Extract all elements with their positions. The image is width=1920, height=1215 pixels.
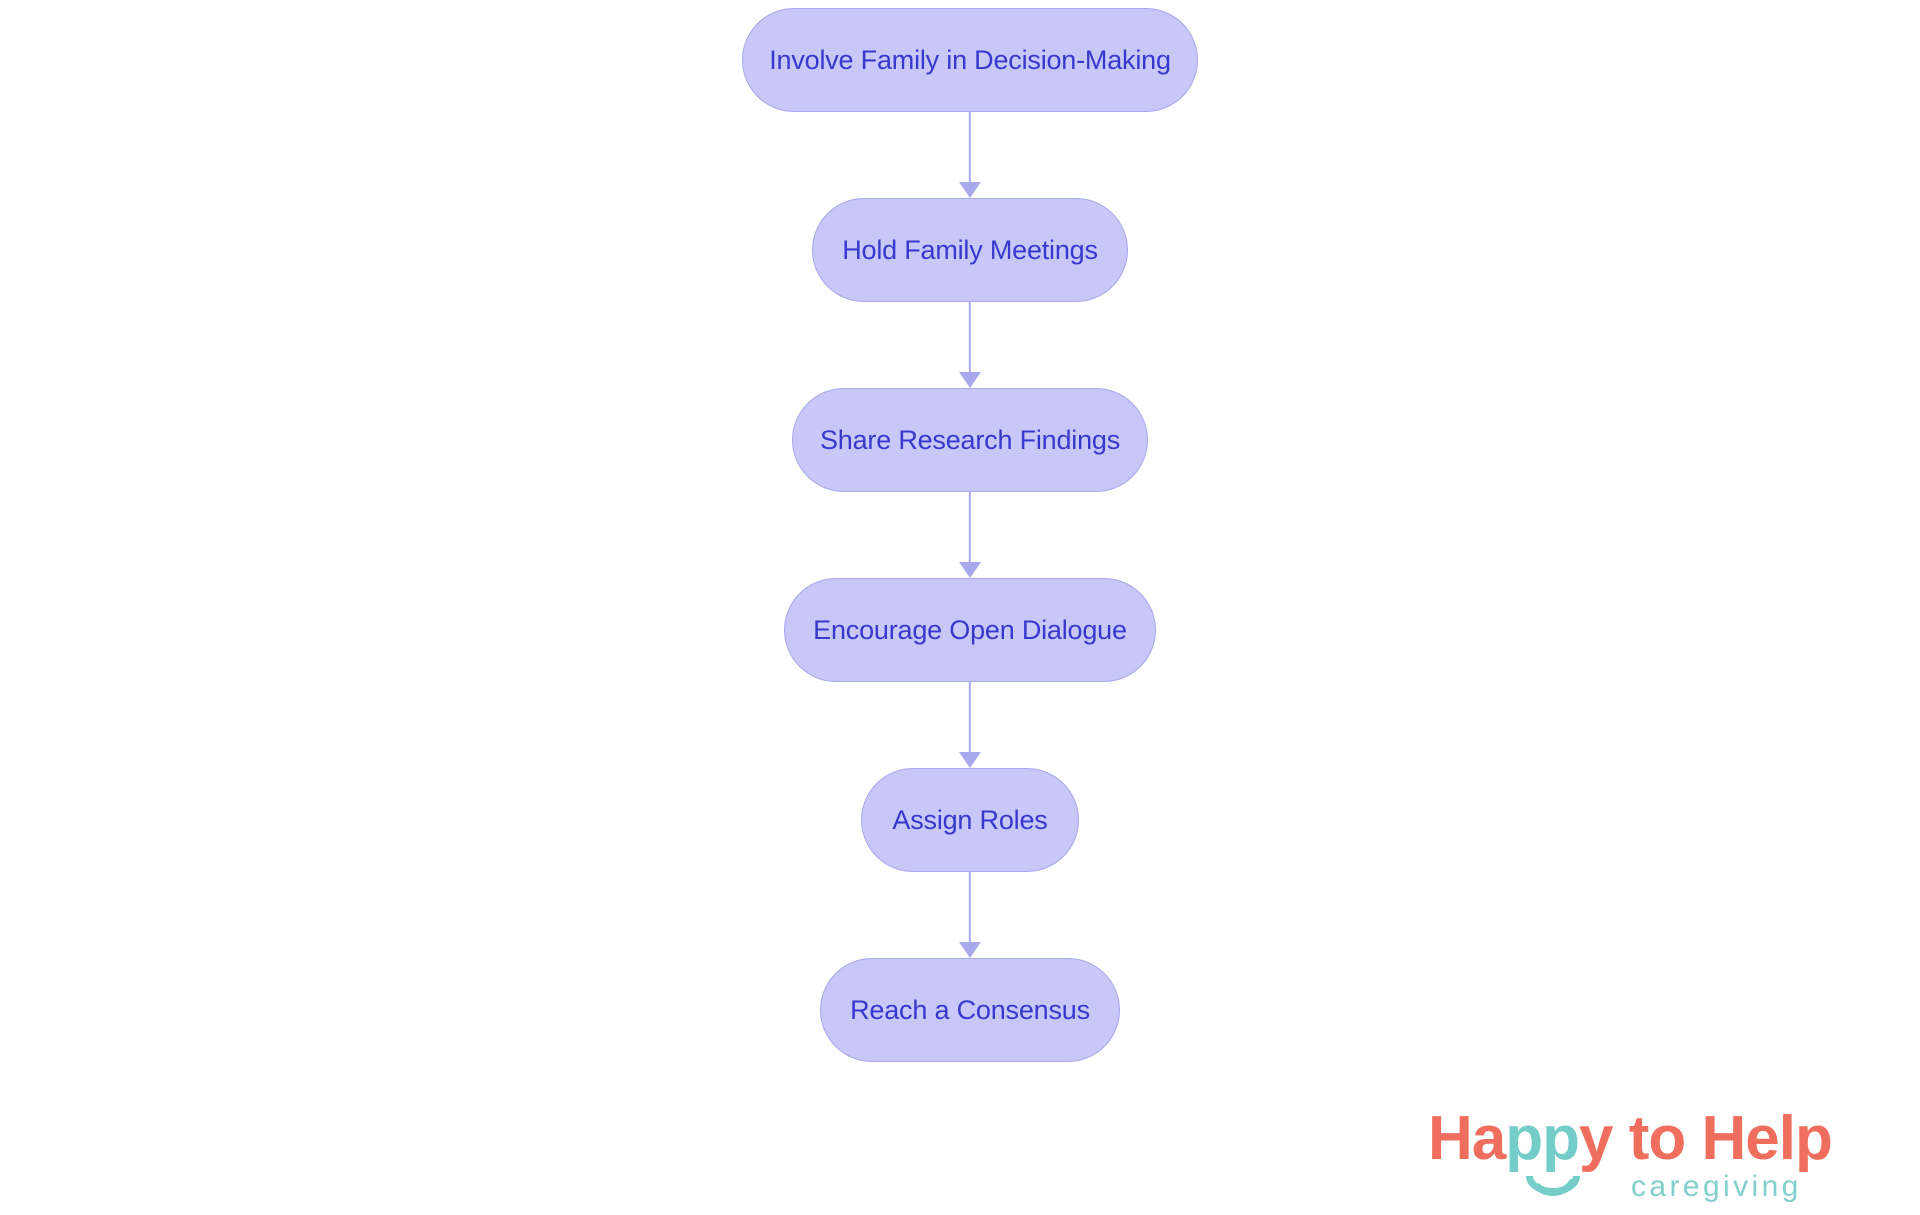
logo-word-part-1: Ha: [1428, 1104, 1506, 1173]
edge-line: [968, 492, 972, 562]
logo-word-part-3: y to Help: [1579, 1104, 1833, 1173]
logo-word-part-2: pp: [1505, 1104, 1580, 1173]
arrowhead-icon: [959, 752, 981, 768]
arrowhead-icon: [959, 942, 981, 958]
flow-node-share-research-findings[interactable]: Share Research Findings: [792, 388, 1148, 492]
logo-tagline: caregiving: [1631, 1170, 1802, 1203]
flow-node-label: Assign Roles: [892, 804, 1048, 835]
flow-node-label: Involve Family in Decision-Making: [769, 44, 1171, 75]
brand-logo: Happy to Help caregiving: [1428, 1108, 1848, 1208]
edge-line: [968, 302, 972, 372]
logo-wordmark: Happy to Help: [1428, 1108, 1833, 1170]
flow-node-label: Reach a Consensus: [850, 994, 1090, 1025]
edge-line: [968, 112, 972, 182]
flow-node-assign-roles[interactable]: Assign Roles: [861, 768, 1079, 872]
arrowhead-icon: [959, 372, 981, 388]
arrowhead-icon: [959, 182, 981, 198]
flow-node-hold-family-meetings[interactable]: Hold Family Meetings: [812, 198, 1128, 302]
flow-node-involve-family-in-decision-making[interactable]: Involve Family in Decision-Making: [742, 8, 1198, 112]
smile-arc-icon: [1526, 1164, 1580, 1196]
edge-line: [968, 872, 972, 942]
flow-node-label: Encourage Open Dialogue: [813, 614, 1127, 645]
flow-node-label: Hold Family Meetings: [842, 234, 1098, 265]
edge-line: [968, 682, 972, 752]
flow-node-reach-a-consensus[interactable]: Reach a Consensus: [820, 958, 1120, 1062]
flow-node-encourage-open-dialogue[interactable]: Encourage Open Dialogue: [784, 578, 1156, 682]
arrowhead-icon: [959, 562, 981, 578]
flow-node-label: Share Research Findings: [819, 424, 1121, 455]
